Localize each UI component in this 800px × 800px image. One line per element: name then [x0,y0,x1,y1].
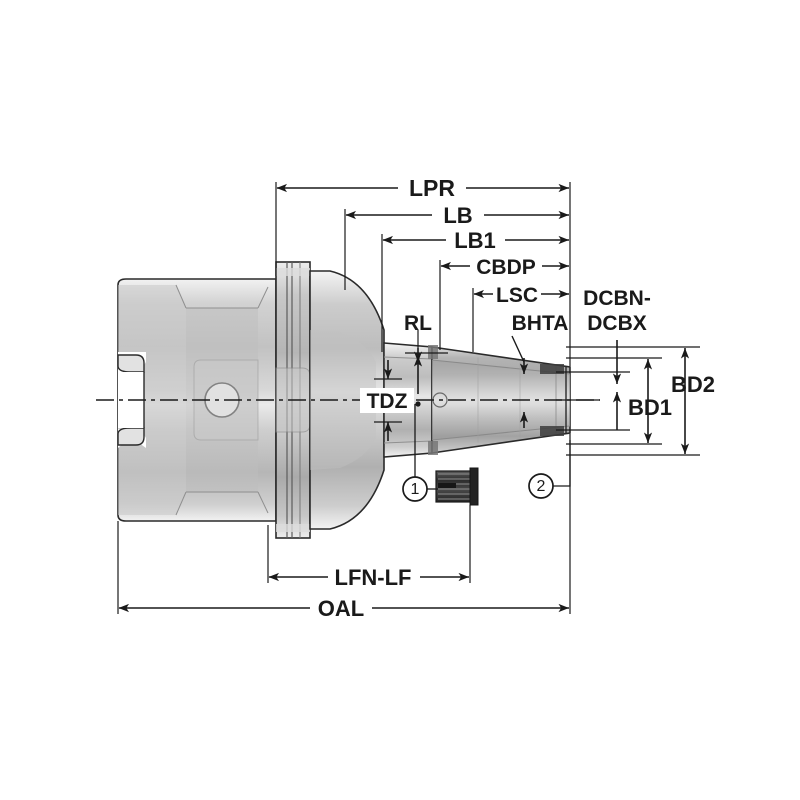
retention-lower [428,441,438,455]
callout-1-label: 1 [411,481,420,498]
dimension-bhta [511,335,529,428]
label-lb: LB [443,203,472,228]
shank-slot-lower [117,427,145,446]
callout-2[interactable]: 2 [528,440,571,499]
extension-lines [117,182,571,614]
nose-recess-upper [540,364,564,374]
label-bd2: BD2 [671,372,715,397]
label-dcbn: DCBN- [583,287,651,310]
shank-slot-upper [117,354,145,373]
vertical-dimensions [374,330,690,454]
callout-1[interactable]: 1 [402,404,438,502]
label-bd1: BD1 [628,395,672,420]
label-lb1: LB1 [454,228,496,253]
set-screw-hex-socket [438,483,456,488]
label-bhta: BHTA [512,312,569,335]
set-screw-head-flange [469,467,479,506]
label-rl: RL [404,312,432,335]
dimension-labels: LPR LB LB1 CBDP LSC RL TDZ BHTA DCBN- DC… [310,175,715,621]
set-screw [435,467,479,506]
dimension-rl [405,330,448,407]
label-oal: OAL [318,596,364,621]
retention-upper [428,345,438,359]
tool-holder-body [117,261,571,539]
label-dcbx: DCBX [587,312,647,335]
nose-recess-lower [540,426,564,436]
dimension-tdz [374,360,402,441]
callout-2-label: 2 [537,478,546,495]
horizontal-dimensions [118,183,569,613]
label-lsc: LSC [496,284,538,307]
label-cbdp: CBDP [476,256,536,279]
collet-nose [431,346,571,454]
label-lfnlf: LFN-LF [335,565,412,590]
label-lpr: LPR [409,175,455,201]
callout-bubbles: 1 2 [402,404,571,502]
label-tdz: TDZ [367,390,408,413]
